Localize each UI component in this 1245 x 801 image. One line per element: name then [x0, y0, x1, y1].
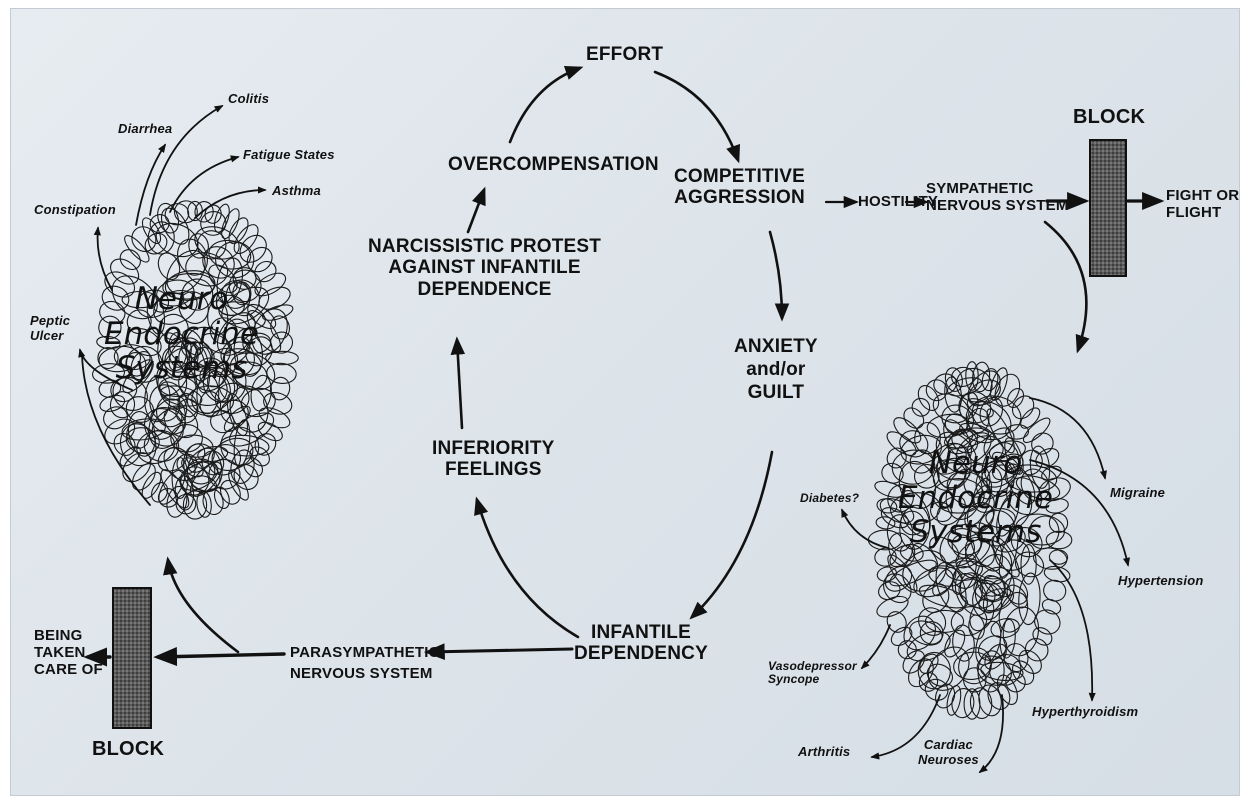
label-colitis: Colitis	[228, 92, 269, 107]
arrow-to-syncope	[862, 625, 890, 668]
label-effort: EFFORT	[586, 44, 663, 65]
label-competitive-aggression: COMPETITIVE AGGRESSION	[674, 166, 805, 209]
block-bar-left	[113, 588, 151, 728]
arrow-sympathetic-to-right-cloud	[1045, 222, 1086, 350]
label-parasympathetic: PARASYMPATHETIC NERVOUS SYSTEM	[290, 642, 440, 684]
label-cardiac-neuroses: Cardiac Neuroses	[918, 738, 979, 767]
arrow-infantile-to-inferiority	[477, 500, 578, 637]
label-block-left: BLOCK	[92, 738, 164, 760]
arrow-narcissistic-to-overcomp	[468, 190, 484, 232]
block-bar-right	[1090, 140, 1126, 276]
label-inferiority-feelings: INFERIORITY FEELINGS	[432, 438, 555, 481]
label-anxiety-guilt: ANXIETY and/or GUILT	[734, 336, 818, 404]
label-neuro-endocrine-right: Neuro Endocrine Systems	[898, 446, 1053, 550]
arrow-to-diabetes	[842, 510, 888, 548]
label-arthritis: Arthritis	[798, 745, 850, 760]
label-diarrhea: Diarrhea	[118, 122, 172, 137]
label-constipation: Constipation	[34, 203, 116, 218]
arrow-parasympathetic-to-block	[158, 654, 284, 657]
arrow-effort-to-competitive	[655, 72, 738, 160]
label-hyperthyroidism: Hyperthyroidism	[1032, 705, 1138, 720]
label-hypertension: Hypertension	[1118, 574, 1203, 589]
label-asthma: Asthma	[272, 184, 321, 199]
arrow-inferiority-to-narcissistic	[457, 340, 462, 428]
label-sympathetic: SYMPATHETIC NERVOUS SYSTEM	[926, 181, 1069, 215]
label-overcompensation: OVERCOMPENSATION	[448, 154, 659, 175]
label-fight-or-flight: FIGHT OR FLIGHT	[1166, 188, 1239, 222]
label-peptic-ulcer: Peptic Ulcer	[30, 314, 70, 343]
label-vasodepressor-syncope: Vasodepressor Syncope	[768, 660, 857, 687]
arrow-infantile-to-parasympathetic	[428, 649, 572, 652]
label-being-taken-care-of: BEING TAKEN CARE OF	[34, 628, 103, 678]
label-diabetes: Diabetes?	[800, 492, 859, 505]
label-block-right: BLOCK	[1073, 106, 1145, 128]
label-narcissistic-protest: NARCISSISTIC PROTEST AGAINST INFANTILE D…	[368, 236, 601, 300]
arrow-anxiety-to-infantile	[692, 452, 772, 617]
label-infantile-dependency: INFANTILE DEPENDENCY	[574, 622, 708, 665]
label-migraine: Migraine	[1110, 486, 1165, 501]
arrow-competitive-to-anxiety	[770, 232, 782, 318]
label-fatigue-states: Fatigue States	[243, 148, 335, 163]
label-neuro-endocrine-left: Neuro Endocrine Systems	[104, 282, 259, 386]
arrow-overcomp-to-effort	[510, 68, 580, 142]
arrow-parasympathetic-to-left-cloud	[168, 560, 238, 652]
